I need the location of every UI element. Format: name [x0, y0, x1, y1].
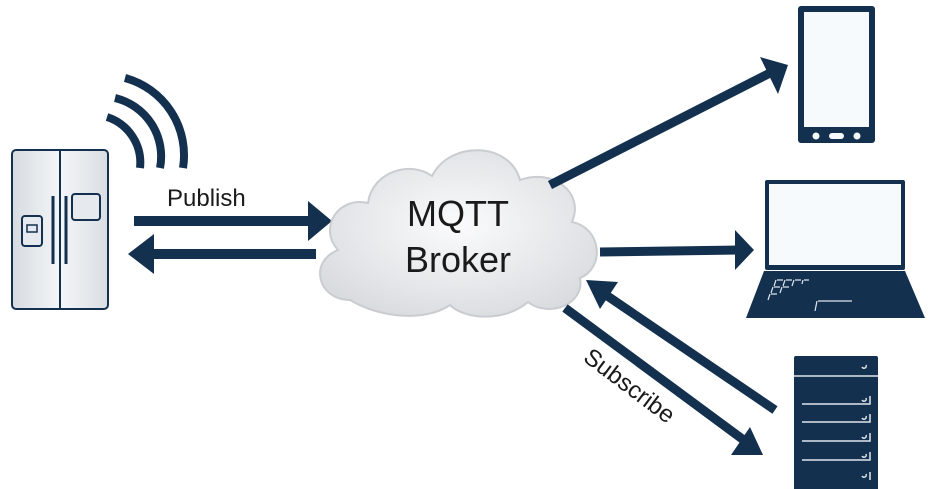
- broker-title-line1: MQTT: [407, 193, 509, 234]
- wifi-signal-icon: [105, 74, 189, 169]
- broker-title-line2: Broker: [405, 239, 511, 280]
- return-arrow: [128, 234, 316, 274]
- server-icon: [794, 356, 878, 489]
- arrow-to-laptop: [599, 230, 754, 270]
- publish-label: Publish: [167, 185, 246, 212]
- subscribe-arrow: [586, 280, 778, 414]
- smartphone-icon: [798, 6, 875, 143]
- refrigerator-icon: [11, 149, 109, 310]
- laptop-icon: [746, 180, 925, 318]
- publish-arrow: [134, 201, 332, 241]
- mqtt-broker-cloud: MQTT Broker: [319, 149, 598, 318]
- arrow-to-smartphone: [547, 57, 788, 190]
- subscription-delivery-arrow: [562, 304, 763, 455]
